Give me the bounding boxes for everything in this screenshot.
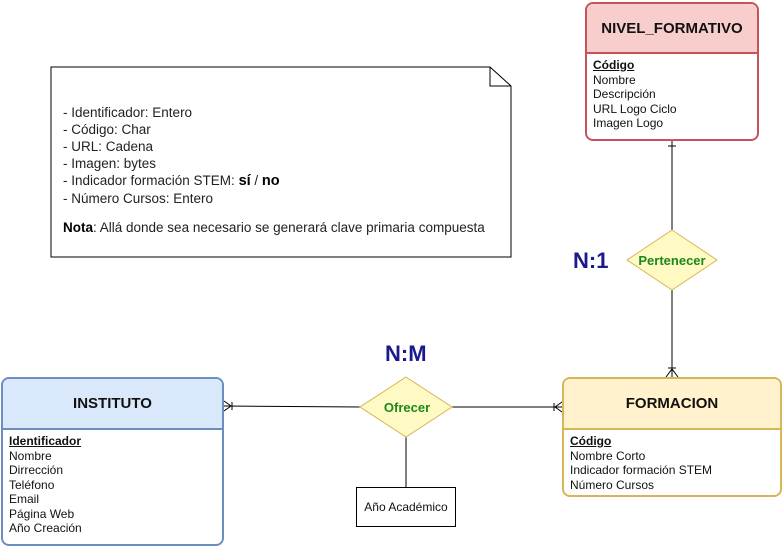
entity-title: NIVEL_FORMATIVO bbox=[587, 4, 757, 54]
cardinality-pertenecer: N:1 bbox=[573, 248, 609, 273]
stem-prefix: - Indicador formación STEM: bbox=[63, 173, 239, 188]
relation-label-ofrecer: Ofrecer bbox=[383, 400, 431, 415]
entity-attributes: Identificador Nombre Dirrección Teléfono… bbox=[3, 430, 222, 540]
attribute: Año Creación bbox=[9, 521, 82, 535]
cardinality-ofrecer: N:M bbox=[385, 341, 427, 366]
attribute: Página Web bbox=[9, 506, 75, 521]
entity-formacion[interactable]: FORMACION Código Nombre Corto Indicador … bbox=[562, 377, 782, 497]
note-remark-text: : Allá donde sea necesario se generará c… bbox=[93, 220, 485, 235]
stem-separator: / bbox=[250, 173, 262, 188]
entity-instituto[interactable]: INSTITUTO Identificador Nombre Dirrecció… bbox=[1, 377, 224, 546]
connector-instituto-ofrecer bbox=[223, 405, 362, 408]
relation-diamond-pertenecer[interactable] bbox=[626, 229, 718, 291]
relation-diamond-ofrecer[interactable] bbox=[359, 376, 453, 438]
note-line: - URL: Cadena bbox=[63, 139, 154, 154]
relation-attribute-anio-academico[interactable]: Año Académico bbox=[356, 487, 456, 527]
entity-title: INSTITUTO bbox=[3, 379, 222, 430]
attribute: Email bbox=[9, 492, 40, 506]
attribute: URL Logo Ciclo bbox=[593, 101, 677, 116]
attribute: Imagen Logo bbox=[593, 116, 664, 130]
note-line: - Número Cursos: Entero bbox=[63, 191, 214, 206]
attribute: Nombre bbox=[593, 72, 636, 87]
crowfoot-formacion-ofrecer bbox=[554, 401, 563, 413]
attribute: Nombre Corto bbox=[570, 448, 646, 463]
attribute: Dirrección bbox=[9, 463, 64, 477]
entity-title: FORMACION bbox=[564, 379, 780, 430]
crowfoot-instituto bbox=[223, 400, 232, 412]
note-remark: Nota: Allá donde sea necesario se genera… bbox=[63, 219, 508, 236]
note-line-stem: - Indicador formación STEM: sí / no bbox=[63, 172, 508, 190]
note-shape bbox=[50, 66, 512, 258]
attribute: Número Cursos bbox=[570, 477, 655, 492]
crowfoot-formacion bbox=[665, 368, 679, 378]
stem-si: sí bbox=[238, 173, 251, 189]
note-remark-label: Nota bbox=[63, 220, 93, 235]
stem-no: no bbox=[261, 173, 280, 189]
primary-key-attribute: Identificador bbox=[9, 434, 82, 448]
notes-text-block: - Identificador: Entero - Código: Char -… bbox=[63, 104, 508, 236]
entity-nivel-formativo[interactable]: NIVEL_FORMATIVO Código Nombre Descripció… bbox=[585, 2, 759, 141]
relation-label-pertenecer: Pertenecer bbox=[638, 253, 706, 268]
primary-key-attribute: Código bbox=[593, 58, 635, 72]
entity-attributes: Código Nombre Corto Indicador formación … bbox=[564, 430, 780, 495]
attribute: Indicador formación STEM bbox=[570, 463, 713, 477]
attribute: Nombre bbox=[9, 448, 52, 463]
note-fold bbox=[489, 67, 511, 87]
note-line: - Identificador: Entero bbox=[63, 105, 193, 120]
attribute: Descripción bbox=[593, 87, 656, 101]
primary-key-attribute: Código bbox=[570, 434, 612, 448]
attribute: Teléfono bbox=[9, 477, 55, 492]
note-line: - Código: Char bbox=[63, 122, 151, 137]
entity-attributes: Código Nombre Descripción URL Logo Ciclo… bbox=[587, 54, 757, 135]
note-line: - Imagen: bytes bbox=[63, 156, 157, 171]
